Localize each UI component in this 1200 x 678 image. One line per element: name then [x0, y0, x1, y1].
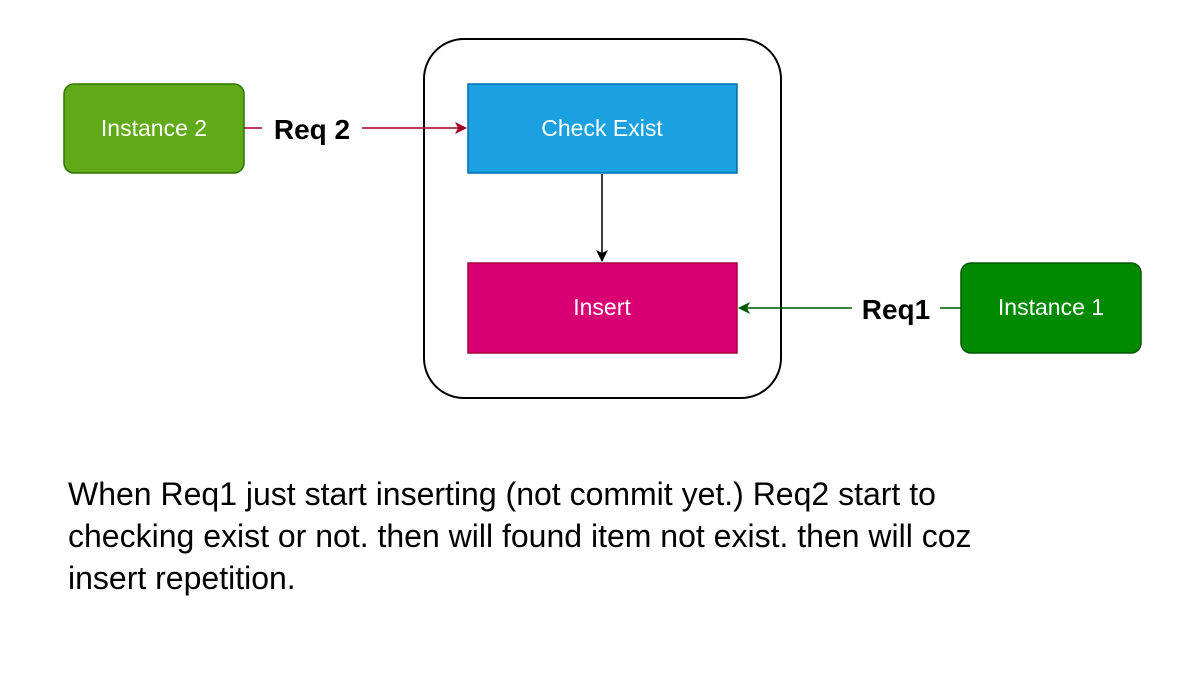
instance-2-label: Instance 2 [101, 115, 207, 141]
instance-1-label: Instance 1 [998, 294, 1104, 320]
check-exist-node[interactable]: Check Exist [467, 83, 738, 174]
check-exist-label: Check Exist [541, 115, 663, 141]
instance-1-node[interactable]: Instance 1 [960, 262, 1142, 354]
req1-edge: Req1 [738, 294, 961, 325]
req1-label: Req1 [862, 294, 930, 325]
req2-label: Req 2 [274, 114, 350, 145]
check-exist-box [467, 83, 738, 174]
insert-box [467, 262, 738, 354]
instance-2-node[interactable]: Instance 2 [63, 83, 245, 174]
insert-label: Insert [573, 294, 631, 320]
caption-text: When Req1 just start inserting (not comm… [68, 473, 1148, 599]
req2-edge: Req 2 [244, 114, 467, 145]
insert-node[interactable]: Insert [467, 262, 738, 354]
caption-line: When Req1 just start inserting (not comm… [68, 476, 936, 512]
caption-line: checking exist or not. then will found i… [68, 518, 972, 554]
caption-line: insert repetition. [68, 560, 296, 596]
